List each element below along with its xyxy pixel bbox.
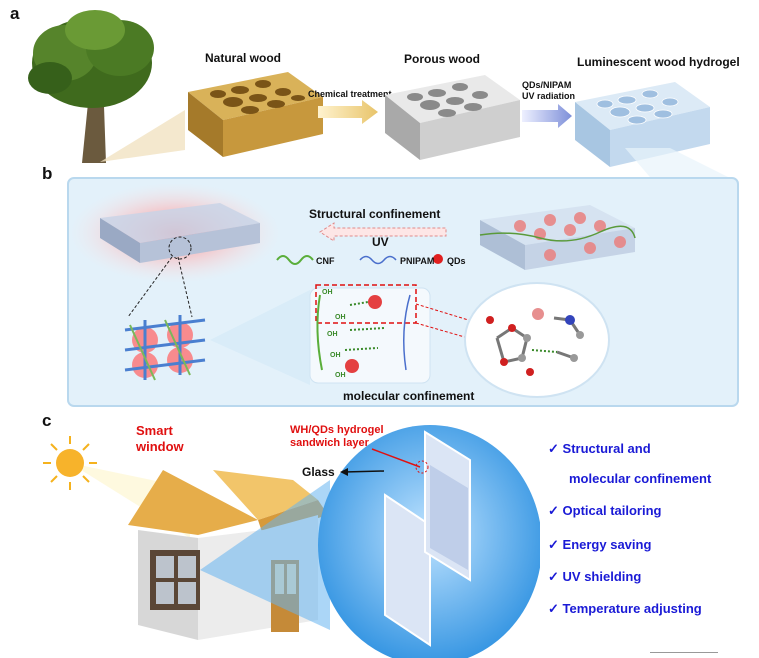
scale-line <box>650 652 718 653</box>
cnf-label: CNF <box>316 256 335 266</box>
uv-radiation-label: UV radiation <box>522 91 576 101</box>
cnf-legend-icon <box>276 255 314 265</box>
check-icon: ✓ <box>548 601 559 616</box>
feature-temperature-adjusting: ✓ Temperature adjusting <box>548 601 702 617</box>
qds-legend-icon <box>433 254 443 264</box>
check-icon: ✓ <box>548 569 559 584</box>
legend-icons <box>276 254 443 265</box>
lattice-cube <box>124 315 206 381</box>
molecular-confinement-label: molecular confinement <box>343 389 475 403</box>
check-icon: ✓ <box>548 441 559 456</box>
oh-label-2: OH <box>335 314 346 321</box>
pnipam-label: PNIPAM <box>400 256 435 266</box>
feature-text: Structural and <box>562 441 651 456</box>
glowing-gel-block <box>70 183 280 283</box>
panel-letter-b: b <box>42 164 53 183</box>
luminescent-hydrogel-label: Luminescent wood hydrogel <box>577 55 740 69</box>
gel-network-block <box>479 205 636 270</box>
oh-label-5: OH <box>335 372 346 379</box>
uv-label: UV <box>372 235 389 249</box>
qds-nipam-label: QDs/NIPAM <box>522 80 572 90</box>
feature-text: Optical tailoring <box>562 503 662 518</box>
feature-structural-molecular-2: molecular confinement <box>569 471 712 486</box>
check-icon: ✓ <box>548 537 559 552</box>
panel-letter-a: a <box>10 4 20 23</box>
arrow-uv-radiation <box>522 104 572 128</box>
porous-wood-label: Porous wood <box>404 52 480 66</box>
porous-wood-block <box>385 75 520 160</box>
arrow-chemical-treatment <box>318 100 378 124</box>
molecule-detail-circle <box>464 282 610 398</box>
feature-text: Energy saving <box>562 537 652 552</box>
window-zoom-bubble <box>200 425 540 658</box>
zoom-wedge <box>100 110 185 162</box>
smart-window-label: Smart window <box>136 423 184 455</box>
uv-arrow-left <box>319 222 447 242</box>
chemical-treatment-label: Chemical treatment <box>308 89 392 99</box>
molecular-bubble <box>210 284 476 385</box>
panel-letter-c: c <box>42 411 52 430</box>
oh-label-3: OH <box>327 331 338 338</box>
glass-label: Glass <box>302 465 335 479</box>
feature-text: Temperature adjusting <box>562 601 702 616</box>
feature-uv-shielding: ✓ UV shielding <box>548 569 641 585</box>
feature-energy-saving: ✓ Energy saving <box>548 537 651 553</box>
zoom-lines <box>127 256 193 318</box>
oh-label-4: OH <box>330 352 341 359</box>
feature-optical-tailoring: ✓ Optical tailoring <box>548 503 662 519</box>
sandwich-layer-label: WH/QDs hydrogel sandwich layer <box>290 424 384 450</box>
feature-text: UV shielding <box>562 569 642 584</box>
callout-arrows <box>340 448 421 476</box>
oh-label-1: OH <box>322 289 333 296</box>
check-icon: ✓ <box>548 503 559 518</box>
natural-wood-label: Natural wood <box>205 51 282 65</box>
structural-confinement-label: Structural confinement <box>309 207 441 221</box>
feature-structural-molecular-1: ✓ Structural and <box>548 441 651 457</box>
natural-wood-block <box>188 72 323 157</box>
qds-label: QDs <box>447 256 466 266</box>
tree-illustration <box>28 10 154 163</box>
pnipam-legend-icon <box>359 255 397 265</box>
